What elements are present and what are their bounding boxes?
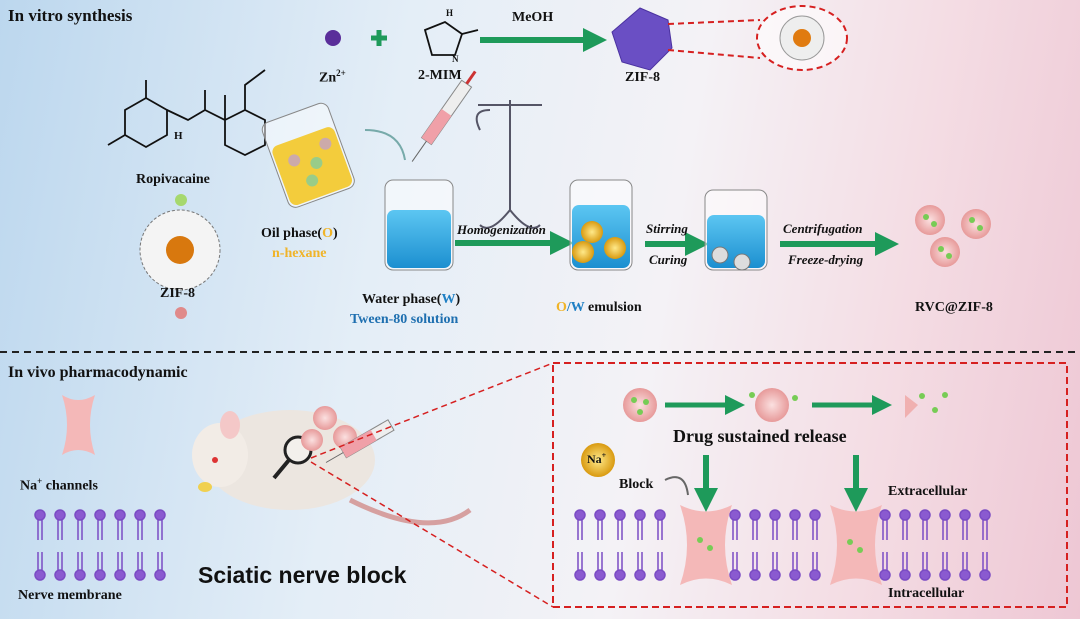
drug-release-label: Drug sustained release xyxy=(673,426,847,446)
n-hexane-label: n-hexane xyxy=(272,246,327,261)
block-arrow xyxy=(664,476,689,496)
syringe-icon xyxy=(411,70,477,162)
imidazole-h: H xyxy=(446,8,454,18)
na-ion-sphere xyxy=(581,443,615,477)
na-ion-label: Na+ xyxy=(587,451,607,466)
oil-phase-label: Oil phase(O) xyxy=(261,226,338,241)
cell-membrane xyxy=(574,509,991,581)
water-phase-label: Water phase(W) xyxy=(362,292,461,307)
zoom-dashed-lines xyxy=(310,362,554,608)
plus-icon xyxy=(371,30,387,46)
freeze-drying-label: Freeze-drying xyxy=(788,252,864,267)
amide-nh: H xyxy=(174,130,183,142)
zif8-polyhedron-icon xyxy=(611,7,673,71)
intracellular-label: Intracellular xyxy=(888,586,965,601)
oil-beaker xyxy=(261,102,355,208)
zn-ion-sphere xyxy=(325,30,341,46)
ropivacaine-structure xyxy=(107,69,266,157)
na-channel-icon xyxy=(62,395,95,455)
ropivacaine-sphere xyxy=(175,194,187,206)
zn-label: Zn2+ xyxy=(319,68,346,86)
block-label: Block xyxy=(619,477,654,492)
syringe-icon xyxy=(325,419,395,463)
zif8-framework-icon xyxy=(139,209,221,291)
tween-label: Tween-80 solution xyxy=(350,312,459,327)
stirrer-icon xyxy=(475,100,542,229)
na-channel-1 xyxy=(680,505,732,585)
2-mim-label: 2-MIM xyxy=(418,68,462,83)
water-beaker xyxy=(384,179,454,271)
pour-arrow xyxy=(364,129,406,161)
cured-beaker xyxy=(704,189,768,271)
zif8-product-label: ZIF-8 xyxy=(625,70,660,85)
sciatic-nerve-block-label: Sciatic nerve block xyxy=(198,562,407,588)
mouse-illustration xyxy=(192,406,472,526)
nerve-membrane-icon xyxy=(34,509,166,581)
imidazole-structure xyxy=(423,20,479,56)
centrifugation-label: Centrifugation xyxy=(783,221,863,236)
emulsion-label: O/W emulsion xyxy=(556,300,642,315)
curing-label: Curing xyxy=(649,252,688,267)
homogenization-label: Homogenization xyxy=(457,222,546,237)
mechanism-box xyxy=(552,362,1068,608)
stirring-label: Stirring xyxy=(646,221,688,236)
ropivacaine-label: Ropivacaine xyxy=(136,172,210,187)
na-channel-2 xyxy=(830,505,882,585)
meoh-label: MeOH xyxy=(512,10,554,25)
release-sequence xyxy=(623,388,948,422)
emulsion-beaker xyxy=(569,179,633,271)
section-title-in-vitro: In vitro synthesis xyxy=(8,6,133,25)
imidazole-n: N xyxy=(452,54,459,64)
extracellular-label: Extracellular xyxy=(888,484,968,499)
zif8-label: ZIF-8 xyxy=(160,286,195,301)
rvc-particles xyxy=(915,205,991,267)
nerve-membrane-label: Nerve membrane xyxy=(18,588,122,603)
na-channels-label: Na+ channels xyxy=(20,476,98,494)
rvc-zif8-label: RVC@ZIF-8 xyxy=(915,300,993,315)
section-title-in-vivo: In vivo pharmacodynamic xyxy=(8,364,188,381)
zoom-dashed-lines xyxy=(667,19,761,59)
zif8-sphere xyxy=(175,307,187,319)
